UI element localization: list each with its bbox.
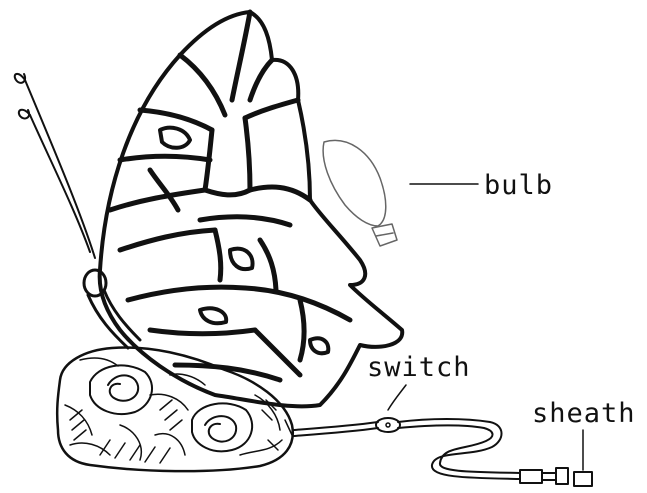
- bulb-label: bulb: [484, 172, 553, 199]
- plug-sheath: [520, 468, 592, 486]
- power-cord: [293, 419, 520, 479]
- switch-label: switch: [367, 354, 471, 381]
- inline-switch: [376, 418, 400, 432]
- butterfly-body: [84, 270, 140, 348]
- switch-leader-line: [388, 385, 406, 410]
- antennae: [15, 74, 95, 258]
- sheath-label: sheath: [532, 400, 636, 427]
